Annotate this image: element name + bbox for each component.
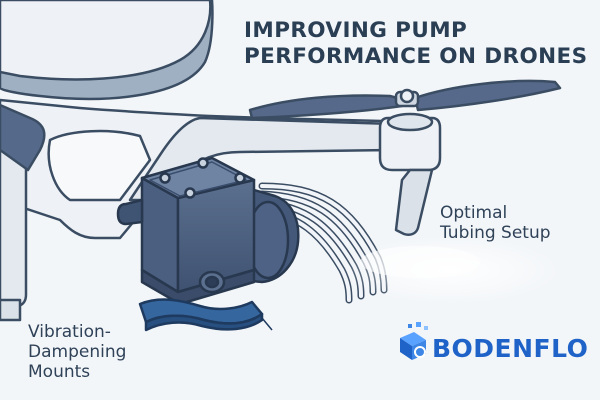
tubing-callout: Optimal Tubing Setup xyxy=(440,203,551,243)
mounts-callout-line-3: Mounts xyxy=(28,362,91,382)
propeller-icon xyxy=(248,79,562,236)
mount-icon xyxy=(138,298,273,332)
drone-frame xyxy=(0,98,422,322)
mounts-callout: Vibration- Dampening Mounts xyxy=(28,322,126,382)
brand-logo-text: BODENFLO xyxy=(432,334,589,363)
rotor-disc xyxy=(0,0,214,101)
mounts-callout-line-2: Dampening xyxy=(28,342,127,362)
mounts-callout-line-1: Vibration- xyxy=(28,322,111,342)
page-title: IMPROVING PUMP PERFORMANCE ON DRONES xyxy=(244,18,589,70)
tubing-callout-line-2: Tubing Setup xyxy=(440,223,551,243)
cube-gear-logo-icon xyxy=(400,322,428,360)
tubing-callout-line-1: Optimal xyxy=(440,203,508,223)
title-line-2: PERFORMANCE ON DRONES xyxy=(244,44,588,69)
title-line-1: IMPROVING PUMP xyxy=(244,18,468,43)
pump-icon xyxy=(116,156,300,306)
